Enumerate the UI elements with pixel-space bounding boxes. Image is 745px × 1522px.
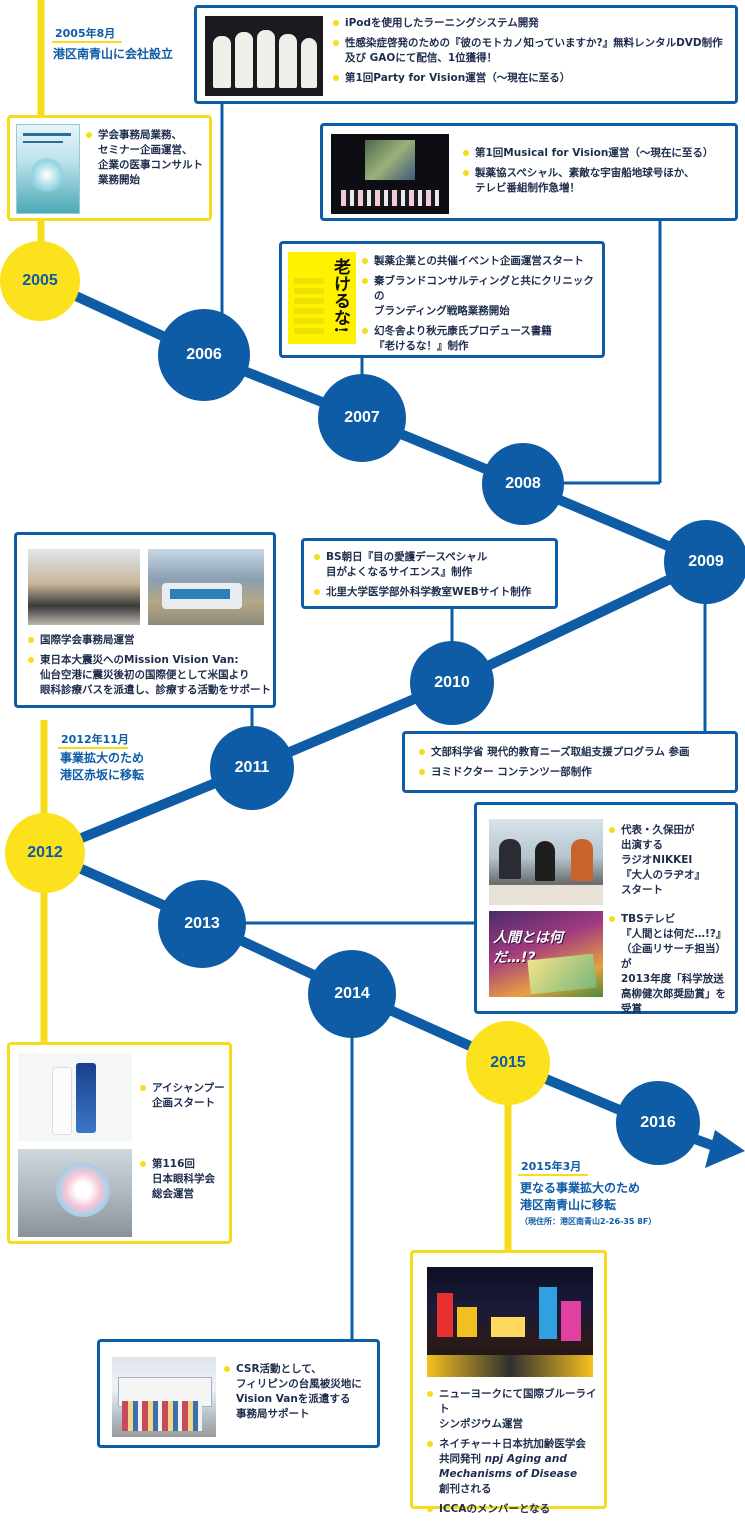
- year-circle-2009: 2009: [664, 520, 745, 604]
- year-circle-2007: 2007: [318, 374, 406, 462]
- philippines-van-photo: [112, 1357, 216, 1437]
- conference-group-photo: [28, 549, 140, 625]
- year-label: 2016: [640, 1114, 676, 1132]
- event-box-2011: 国際学会事務局運営 東日本大震災へのMission Vision Van: 仙台…: [14, 532, 276, 708]
- event-item: 幻冬舎より秋元康氏プロデュース書籍 『老けるな！』制作: [362, 324, 602, 354]
- year-label: 2010: [434, 674, 470, 692]
- musical-stage-photo: [331, 134, 449, 214]
- event-item: 国際学会事務局運営: [28, 633, 274, 648]
- event-item: iPodを使用したラーニングシステム開発: [333, 16, 733, 31]
- event-item: ネイチャー＋日本抗加齢医学会 共同発刊 npj Aging and Mechan…: [427, 1437, 605, 1497]
- year-circle-2010: 2010: [410, 641, 494, 725]
- year-label: 2013: [184, 915, 220, 933]
- tbs-program-photo: 人間とは何だ…!?: [489, 911, 603, 997]
- event-list-2005: 学会事務局業務、 セミナー企画運営、 企業の医事コンサルト 業務開始: [86, 128, 208, 193]
- caption-2012-date: 2012年11月: [61, 731, 129, 747]
- year-circle-2014: 2014: [308, 950, 396, 1038]
- chefs-photo: [205, 16, 323, 96]
- event-item: 第1回Musical for Vision運営（～現在に至る）: [463, 146, 733, 161]
- year-circle-2005: 2005: [0, 241, 80, 321]
- caption-2015-rule: [518, 1174, 588, 1176]
- event-box-2014: CSR活動として、 フィリピンの台風被災地に Vision Vanを派遣する 事…: [97, 1339, 380, 1448]
- event-item: ニューヨークにて国際ブルーライト シンポジウム運営: [427, 1387, 605, 1432]
- caption-2015-address: （現住所：港区南青山2-26-35 8F）: [520, 1216, 656, 1227]
- event-item: 第1回Party for Vision運営（～現在に至る）: [333, 71, 733, 86]
- event-item: ヨミドクター コンテンツー部制作: [419, 765, 737, 780]
- year-label: 2007: [344, 409, 380, 427]
- event-list-2015: ニューヨークにて国際ブルーライト シンポジウム運営 ネイチャー＋日本抗加齢医学会…: [427, 1387, 605, 1522]
- caption-2012-text: 事業拡大のため 港区赤坂に移転: [60, 750, 144, 784]
- event-box-2010: BS朝日『目の愛護デースペシャル 目がよくなるサイエンス』制作 北里大学医学部外…: [301, 538, 558, 609]
- event-box-2005: 学会事務局業務、 セミナー企画運営、 企業の医事コンサルト 業務開始: [7, 115, 212, 221]
- year-circle-2013: 2013: [158, 880, 246, 968]
- event-box-2013: 人間とは何だ…!? 代表・久保田が 出演する ラジオNIKKEI 『大人のラヂオ…: [474, 802, 738, 1014]
- event-item: ICCAのメンバーとなる: [427, 1502, 605, 1517]
- year-circle-2012: 2012: [5, 813, 85, 893]
- year-label: 2009: [688, 553, 724, 571]
- year-label: 2012: [27, 844, 63, 862]
- event-box-2015: ニューヨークにて国際ブルーライト シンポジウム運営 ネイチャー＋日本抗加齢医学会…: [410, 1250, 607, 1509]
- event-list-2008: 第1回Musical for Vision運営（～現在に至る） 製薬協スペシャル…: [463, 146, 733, 201]
- event-list-2007: 製薬企業との共催イベント企画運営スタート 秦ブランドコンサルティングと共にクリニ…: [362, 254, 602, 359]
- event-box-2007: 老けるな! 製薬企業との共催イベント企画運営スタート 秦ブランドコンサルティング…: [279, 241, 605, 358]
- event-list-2013: 代表・久保田が 出演する ラジオNIKKEI 『大人のラヂオ』 スタート TBS…: [609, 823, 735, 1022]
- year-label: 2014: [334, 985, 370, 1003]
- year-circle-2016: 2016: [616, 1081, 700, 1165]
- caption-2005-text: 港区南青山に会社設立: [53, 46, 173, 63]
- year-circle-2015: 2015: [466, 1021, 550, 1105]
- event-item: 北里大学医学部外科学教室WEBサイト制作: [314, 585, 554, 600]
- event-list-2010: BS朝日『目の愛護デースペシャル 目がよくなるサイエンス』制作 北里大学医学部外…: [314, 550, 554, 605]
- event-item: CSR活動として、 フィリピンの台風被災地に Vision Vanを派遣する 事…: [224, 1362, 376, 1422]
- event-item: 性感染症啓発のための『彼のモトカノ知っていますか?』無料レンタルDVD制作 及び…: [333, 36, 733, 66]
- year-circle-2008: 2008: [482, 443, 564, 525]
- event-item: 東日本大震災へのMission Vision Van: 仙台空港に震災後初の国際…: [28, 653, 274, 698]
- event-item: 製薬企業との共催イベント企画運営スタート: [362, 254, 602, 269]
- year-circle-2006: 2006: [158, 309, 250, 401]
- book-cover-photo: 老けるな!: [288, 252, 356, 344]
- year-label: 2005: [22, 272, 58, 290]
- timeline-arrowhead: [705, 1130, 745, 1168]
- book-cover-title: 老けるな!: [328, 258, 353, 333]
- event-item-part: 創刊される: [439, 1483, 492, 1495]
- event-list-2009: 文部科学省 現代的教育ニーズ取組支援プログラム 参画 ヨミドクター コンテンツー…: [419, 745, 737, 785]
- caption-2015-date: 2015年3月: [521, 1158, 581, 1174]
- year-label: 2006: [186, 346, 222, 364]
- event-box-2006: iPodを使用したラーニングシステム開発 性感染症啓発のための『彼のモトカノ知っ…: [194, 5, 738, 104]
- event-item: BS朝日『目の愛護デースペシャル 目がよくなるサイエンス』制作: [314, 550, 554, 580]
- brochure-photo: [16, 124, 80, 214]
- event-item: 秦ブランドコンサルティングと共にクリニックの ブランディング戦略業務開始: [362, 274, 602, 319]
- event-item: TBSテレビ 『人間とは何だ…!?』 （企画リサーチ担当）が 2013年度「科学…: [609, 912, 735, 1017]
- radio-studio-photo: [489, 819, 603, 905]
- event-item: 製薬協スペシャル、素敵な宇宙船地球号ほか、 テレビ番組制作急増！: [463, 166, 733, 196]
- event-box-2008: 第1回Musical for Vision運営（～現在に至る） 製薬協スペシャル…: [320, 123, 738, 221]
- event-list-2012: アイシャンプー 企画スタート 第116回 日本眼科学会 総会運営: [140, 1081, 230, 1207]
- event-box-2012: アイシャンプー 企画スタート 第116回 日本眼科学会 総会運営: [7, 1042, 232, 1244]
- caption-2012-rule: [58, 747, 128, 749]
- event-list-2014: CSR活動として、 フィリピンの台風被災地に Vision Vanを派遣する 事…: [224, 1362, 376, 1427]
- event-list-2006: iPodを使用したラーニングシステム開発 性感染症啓発のための『彼のモトカノ知っ…: [333, 16, 733, 91]
- event-list-2011: 国際学会事務局運営 東日本大震災へのMission Vision Van: 仙台…: [28, 633, 274, 703]
- eye-shampoo-photo: [18, 1053, 132, 1141]
- event-item: 文部科学省 現代的教育ニーズ取組支援プログラム 参画: [419, 745, 737, 760]
- year-circle-2011: 2011: [210, 726, 294, 810]
- caption-2005-date: 2005年8月: [55, 25, 115, 41]
- times-square-photo: [427, 1267, 593, 1377]
- event-item: アイシャンプー 企画スタート: [140, 1081, 230, 1111]
- year-label: 2011: [235, 759, 270, 777]
- year-label: 2015: [490, 1054, 526, 1072]
- event-box-2009: 文部科学省 現代的教育ニーズ取組支援プログラム 参画 ヨミドクター コンテンツー…: [402, 731, 738, 793]
- caption-2015-text: 更なる事業拡大のため 港区南青山に移転: [520, 1180, 640, 1214]
- caption-2005-rule: [52, 41, 122, 43]
- year-label: 2008: [505, 475, 541, 493]
- congress-venue-photo: [18, 1149, 132, 1237]
- event-item: 学会事務局業務、 セミナー企画運営、 企業の医事コンサルト 業務開始: [86, 128, 208, 188]
- event-item: 第116回 日本眼科学会 総会運営: [140, 1157, 230, 1202]
- mission-vision-van-photo: [148, 549, 264, 625]
- event-item: 代表・久保田が 出演する ラジオNIKKEI 『大人のラヂオ』 スタート: [609, 823, 735, 898]
